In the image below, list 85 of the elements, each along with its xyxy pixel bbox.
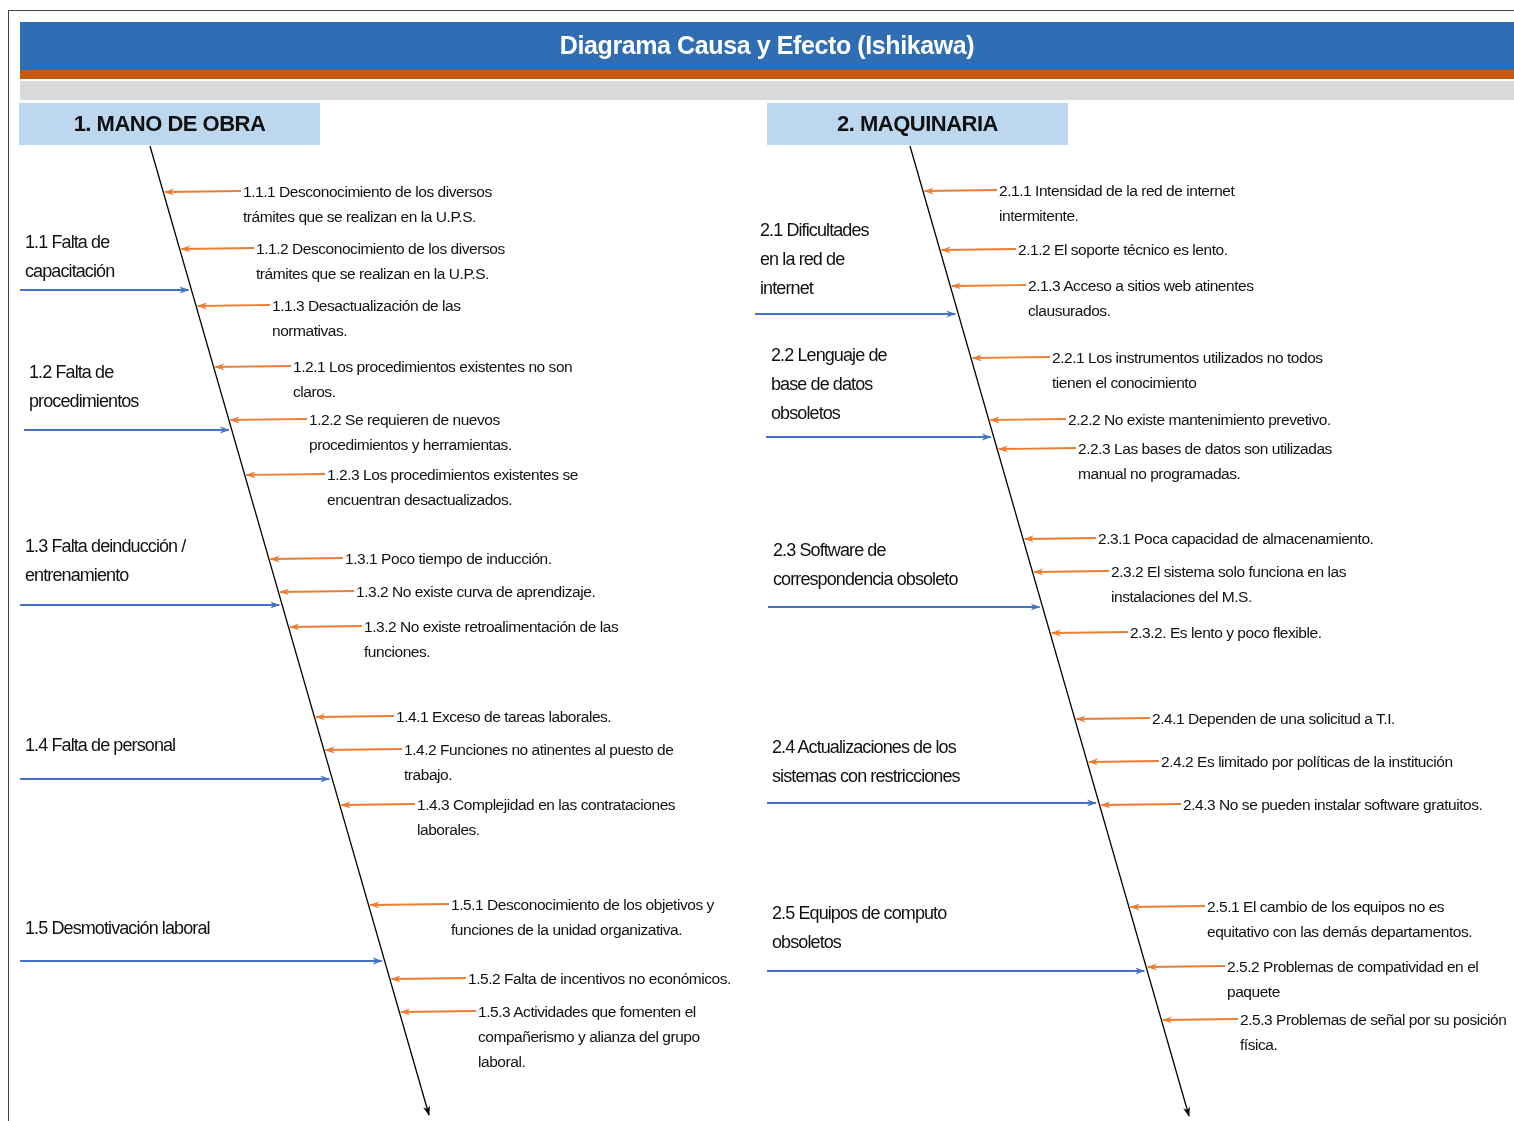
sub-cause-text: 1.2.2 Se requieren de nuevos procedimientos y herramientas. xyxy=(309,406,549,457)
sub-cause-text: 1.3.2 No existe curva de aprendizaje. xyxy=(356,578,656,604)
sub-cause-arrow xyxy=(214,363,292,371)
cause-arrow xyxy=(767,603,1041,611)
sub-cause-text: 2.3.1 Poca capacidad de almacenamiento. xyxy=(1098,525,1428,551)
sub-cause-text: 1.3.2 No existe retroalimentación de las funciones. xyxy=(364,613,669,664)
cause-label: 2.5 Equipos de computo obsoletos xyxy=(772,899,982,957)
cause-arrow xyxy=(766,799,1097,807)
sub-cause-arrow xyxy=(245,471,326,479)
sub-cause-text: 1.5.1 Desconocimiento de los objetivos y funciones de la unidad organizativa. xyxy=(451,891,751,942)
sub-cause-text: 2.5.1 El cambio de los equipos no es equitativo con las demás departamentos. xyxy=(1207,893,1508,944)
sub-cause-arrow xyxy=(940,246,1017,254)
sub-cause-text: 2.4.2 Es limitado por políticas de la institución xyxy=(1161,748,1508,774)
sub-cause-arrow xyxy=(1087,758,1160,766)
sub-cause-arrow xyxy=(324,746,403,754)
cause-arrow xyxy=(765,433,992,441)
sub-cause-text: 1.1.3 Desactualización de las normativas. xyxy=(272,292,502,343)
sub-cause-text: 1.5.2 Falta de incentivos no económicos. xyxy=(468,965,743,991)
sub-cause-arrow xyxy=(289,623,363,631)
cause-label: 2.1 Dificultades en la red de internet xyxy=(760,216,872,303)
sub-cause-arrow xyxy=(989,416,1067,424)
sub-cause-text: 2.2.3 Las bases de datos son utilizadas manual no programadas. xyxy=(1078,435,1358,486)
sub-cause-arrow xyxy=(971,354,1051,362)
category-header: 2. MAQUINARIA xyxy=(767,103,1068,145)
sub-cause-text: 2.5.3 Problemas de señal por su posición física. xyxy=(1240,1006,1508,1057)
sub-cause-arrow xyxy=(1050,629,1129,637)
sub-cause-arrow xyxy=(1146,963,1226,971)
sub-cause-arrow xyxy=(1023,535,1097,543)
sub-cause-text: 1.3.1 Poco tiempo de inducción. xyxy=(345,545,645,571)
sub-cause-arrow xyxy=(400,1008,477,1016)
cause-arrow xyxy=(19,601,281,609)
sub-cause-arrow xyxy=(269,555,344,563)
sub-cause-text: 1.4.3 Complejidad en las contrataciones laborales. xyxy=(417,791,727,842)
cause-arrow xyxy=(754,310,957,318)
sub-cause-text: 2.3.2 El sistema solo funciona en las instalaciones del M.S. xyxy=(1111,558,1401,609)
sub-cause-text: 2.1.1 Intensidad de la red de internet intermitente. xyxy=(999,177,1284,228)
sub-cause-arrow xyxy=(923,187,998,195)
sub-cause-text: 2.5.2 Problemas de compatividad en el paquete xyxy=(1227,953,1508,1004)
cause-label: 1.1 Falta de capacitación xyxy=(25,228,127,286)
sub-cause-text: 1.4.2 Funciones no atinentes al puesto de trabajo. xyxy=(404,736,724,787)
sub-cause-text: 2.3.2. Es lento y poco flexible. xyxy=(1130,619,1430,645)
cause-label: 2.4 Actualizaciones de los sistemas con restricciones xyxy=(772,733,997,791)
sub-cause-arrow xyxy=(315,713,395,721)
cause-label: 1.3 Falta deinducción / entrenamiento xyxy=(25,532,230,590)
sub-cause-arrow xyxy=(340,801,416,809)
sub-cause-text: 1.5.3 Actividades que fomenten el compañerismo y alianza del grupo laboral. xyxy=(478,998,743,1074)
sub-cause-text: 2.1.2 El soporte técnico es lento. xyxy=(1018,236,1318,262)
spine-arrow xyxy=(909,145,1190,1117)
sub-cause-text: 2.2.2 No existe mantenimiento prevetivo. xyxy=(1068,406,1408,432)
sub-cause-text: 1.2.3 Los procedimientos existentes se encuentran desactualizados. xyxy=(327,461,627,512)
sub-cause-text: 1.1.1 Desconocimiento de los diversos trámites que se realizan en la U.P.S. xyxy=(243,178,543,229)
cause-label: 1.4 Falta de personal xyxy=(25,731,275,760)
category-header: 1. MANO DE OBRA xyxy=(19,103,320,145)
sub-cause-arrow xyxy=(229,416,308,424)
sub-cause-text: 2.1.3 Acceso a sitios web atinentes clausurados. xyxy=(1028,272,1303,323)
spine-arrow xyxy=(149,145,430,1116)
cause-arrow xyxy=(19,775,331,783)
cause-arrow xyxy=(23,426,230,434)
sub-cause-arrow xyxy=(180,245,255,253)
cause-arrow xyxy=(766,967,1146,975)
sub-cause-arrow xyxy=(196,302,271,310)
sub-cause-text: 2.4.1 Dependen de una solicitud a T.I. xyxy=(1152,705,1452,731)
cause-label: 1.5 Desmotivación laboral xyxy=(25,914,285,943)
sub-cause-arrow xyxy=(279,588,355,596)
sub-cause-text: 2.2.1 Los instrumentos utilizados no todos tienen el conocimiento xyxy=(1052,344,1352,395)
sub-cause-arrow xyxy=(1075,715,1151,723)
sub-cause-arrow xyxy=(369,901,450,909)
sub-cause-arrow xyxy=(163,188,242,196)
sub-cause-arrow xyxy=(1162,1016,1239,1024)
sub-cause-text: 1.1.2 Desconocimiento de los diversos trámites que se realizan en la U.P.S. xyxy=(256,235,556,286)
cause-label: 2.3 Software de correspondencia obsoleto xyxy=(773,536,993,594)
sub-cause-arrow xyxy=(951,282,1027,290)
sub-cause-text: 2.4.3 No se pueden instalar software gratuitos. xyxy=(1183,791,1508,817)
cause-label: 2.2 Lenguaje de base de datos obsoletos xyxy=(771,341,911,428)
diagram-title: Diagrama Causa y Efecto (Ishikawa) xyxy=(558,31,976,60)
sub-cause-arrow xyxy=(1129,903,1206,911)
sub-cause-arrow xyxy=(1033,568,1110,576)
sub-cause-arrow xyxy=(390,975,467,983)
cause-arrow xyxy=(19,286,190,294)
sub-cause-arrow xyxy=(997,445,1077,453)
sub-cause-text: 1.4.1 Exceso de tareas laborales. xyxy=(396,703,696,729)
sub-cause-arrow xyxy=(1100,801,1182,809)
cause-label: 1.2 Falta de procedimientos xyxy=(29,358,179,416)
sub-cause-text: 1.2.1 Los procedimientos existentes no son claros. xyxy=(293,353,573,404)
cause-arrow xyxy=(19,957,383,965)
